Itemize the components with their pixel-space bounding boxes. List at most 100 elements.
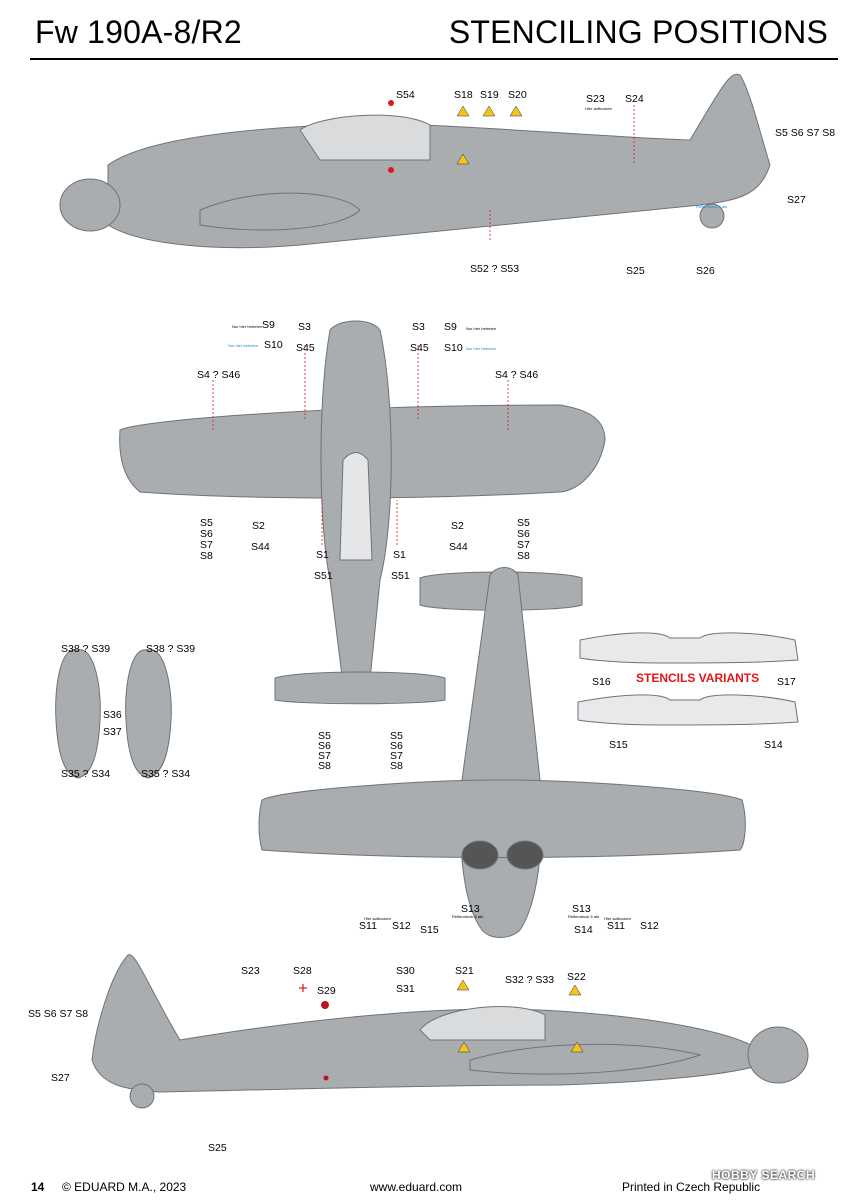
label-s1-right: S1: [393, 549, 406, 561]
marking-s29-b: [323, 1075, 329, 1081]
stencil-hier-aufbocken-l: Hier aufbocken: [364, 916, 391, 921]
label-s51-left: S51: [314, 570, 333, 582]
label-s10-right: S10: [444, 342, 463, 354]
label-s38-s39-a: S38 ? S39: [61, 643, 111, 655]
label-s12-left: S12: [392, 920, 411, 932]
footer: 14 © EDUARD M.A., 2023 www.eduard.com Pr…: [0, 1180, 868, 1200]
label-s19: S19: [480, 89, 499, 101]
label-s31: S31: [396, 983, 415, 995]
label-s12-right: S12: [640, 920, 659, 932]
label-s25-bottom: S25: [208, 1142, 227, 1154]
variant-upper: [579, 632, 799, 664]
warning-triangle-lower: [457, 1041, 471, 1053]
label-s6-tail-l: S6: [318, 740, 331, 752]
variant-lower: [577, 694, 799, 726]
label-s32-s33: S32 ? S33: [505, 974, 555, 986]
stencil-hier-aufbocken-top: Hier aufbocken: [585, 106, 612, 111]
label-s5-left: S5: [200, 517, 213, 529]
stencil-nur-hier-l: Nur hier betreten: [232, 324, 263, 329]
planform-lower-wheelwell-l: [461, 840, 499, 870]
label-s15-bottom: S15: [420, 924, 439, 936]
warning-triangle-s22: [568, 984, 582, 996]
printed-in: Printed in Czech Republic: [622, 1180, 761, 1194]
label-s28: S28: [293, 965, 312, 977]
profile-top-wheel: [699, 203, 725, 229]
planform-upper-tail: [274, 671, 446, 705]
profile-bottom-canopy: [419, 1006, 546, 1041]
stencil-nur-hier-blue-l: Nur hier betreten: [228, 343, 259, 348]
label-s45-left: S45: [296, 342, 315, 354]
profile-bottom-wing: [469, 1043, 702, 1075]
label-s18: S18: [454, 89, 473, 101]
label-s25-top: S25: [626, 265, 645, 277]
label-s4-s46-left: S4 ? S46: [197, 369, 241, 381]
profile-bottom-fuselage: [91, 954, 761, 1093]
label-s6-tail-r: S6: [390, 740, 403, 752]
marking-s29: [321, 1001, 329, 1009]
label-s2-left: S2: [252, 520, 265, 532]
label-s9-left: S9: [262, 319, 275, 331]
label-s6-right: S6: [517, 528, 530, 540]
label-s1-left: S1: [316, 549, 329, 561]
label-s11-left: S11: [359, 920, 377, 932]
label-s23-bottom: S23: [241, 965, 260, 977]
warning-triangle-s18: [456, 105, 470, 117]
label-s15-variant: S15: [609, 739, 628, 751]
stencil-reifendruck-r: Reifendruck 5 atü: [568, 914, 600, 919]
stencil-reifendruck-top: Reifendruck 5 atü: [696, 204, 728, 209]
label-s13-left: S13: [461, 903, 480, 915]
warning-triangle-fuselage: [456, 153, 470, 165]
label-s5-right: S5: [517, 517, 530, 529]
label-s10-left: S10: [264, 339, 283, 351]
profile-bottom-wheel: [129, 1083, 155, 1109]
label-s51-right: S51: [391, 570, 410, 582]
stencils-variants-title: STENCILS VARIANTS: [636, 671, 760, 685]
page-number: 14: [31, 1180, 45, 1194]
label-s21: S21: [455, 965, 474, 977]
label-s27-top: S27: [787, 194, 806, 206]
label-s6-left: S6: [200, 528, 213, 540]
label-s2-right: S2: [451, 520, 464, 532]
label-s8-tail-l: S8: [318, 760, 331, 772]
planform-lower-fuselage: [459, 567, 543, 938]
label-s30: S30: [396, 965, 415, 977]
label-s20: S20: [508, 89, 527, 101]
label-s44-right: S44: [449, 541, 468, 553]
label-s27-bottom: S27: [51, 1072, 70, 1084]
label-s22: S22: [567, 971, 586, 983]
label-s7-left: S7: [200, 539, 213, 551]
drop-tank-front: [125, 649, 172, 779]
warning-triangle-lower-b: [570, 1041, 584, 1053]
label-s37: S37: [103, 726, 122, 738]
label-s44-left: S44: [251, 541, 270, 553]
label-s3-left: S3: [298, 321, 311, 333]
label-s5-s8-bottom: S5 S6 S7 S8: [28, 1008, 89, 1020]
label-s54: S54: [396, 89, 415, 101]
copyright: © EDUARD M.A., 2023: [62, 1180, 187, 1194]
page-title-aircraft: Fw 190A-8/R2: [35, 14, 242, 50]
label-s16: S16: [592, 676, 611, 688]
planform-lower-wheelwell-r: [506, 840, 544, 870]
label-s5-s8-top: S5 S6 S7 S8: [775, 127, 836, 139]
label-s29: S29: [317, 985, 336, 997]
label-s45-right: S45: [410, 342, 429, 354]
website-link[interactable]: www.eduard.com: [370, 1180, 463, 1194]
label-s8-right: S8: [517, 550, 530, 562]
drop-tank-side: [55, 649, 101, 779]
page-title-section: STENCILING POSITIONS: [448, 14, 828, 50]
stencil-reifendruck-l: Reifendruck 5 atü: [452, 914, 484, 919]
profile-top-wing: [199, 192, 361, 231]
label-s5-tail-r: S5: [390, 730, 403, 742]
header: Fw 190A-8/R2 STENCILING POSITIONS: [0, 0, 868, 62]
label-s8-left: S8: [200, 550, 213, 562]
label-s36: S36: [103, 709, 122, 721]
profile-top-spinner: [59, 178, 121, 232]
label-s13-right: S13: [572, 903, 591, 915]
profile-bottom-spinner: [747, 1026, 809, 1084]
marking-s54-b: [388, 167, 394, 173]
label-s4-s46-right: S4 ? S46: [495, 369, 539, 381]
stencil-hier-aufbocken-r: Hier aufbocken: [604, 916, 631, 921]
warning-triangle-s19: [482, 105, 496, 117]
label-s14-bottom: S14: [574, 924, 593, 936]
